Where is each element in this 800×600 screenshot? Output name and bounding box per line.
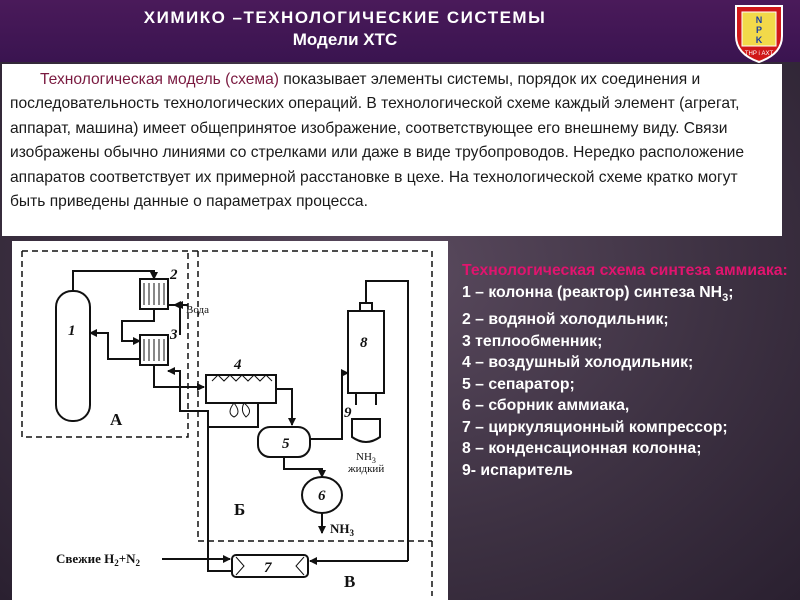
zone-label-a: А (110, 410, 123, 429)
scheme-number-5: 5 (282, 436, 290, 452)
legend-item-8: 8 – конденсационная колонна; (462, 440, 702, 458)
scheme-number-2: 2 (169, 267, 178, 283)
zone-label-v: В (344, 572, 355, 591)
legend-item-3: 3 теплообменник; (462, 332, 603, 350)
zone-label-b: Б (234, 500, 245, 519)
nh3-liquid-word: жидкий (347, 463, 384, 475)
logo-caption: ТНР і АХТ (745, 51, 774, 57)
scheme-legend: Технологическая схема синтеза аммиака: 1… (450, 260, 795, 481)
slide-subtitle: Модели ХТС (292, 30, 398, 49)
scheme-number-7: 7 (264, 560, 272, 576)
logo-letter-n: N (756, 15, 763, 25)
college-logo-icon: N P K ТНР і АХТ (735, 5, 783, 64)
legend-item-5: 5 – сепаратор; (462, 375, 575, 393)
intro-text-box: Технологическая модель (схема) показывае… (2, 64, 782, 236)
legend-title: Технологическая схема синтеза аммиака: (462, 262, 788, 279)
logo-letter-p: P (756, 25, 762, 35)
header-banner: ХИМИКО –ТЕХНОЛОГИЧЕСКИЕ СИСТЕМЫ Модели Х… (0, 0, 800, 62)
legend-item-1: 1 – колонна (реактор) синтеза NH3; (462, 283, 734, 304)
intro-term: Технологическая модель (схема) (40, 71, 279, 88)
condensation-column-8 (347, 310, 385, 394)
legend-item-6: 6 – сборник аммиака, (462, 397, 630, 415)
air-cooler-4 (205, 374, 277, 404)
scheme-number-4: 4 (233, 357, 242, 373)
scheme-number-1: 1 (68, 323, 76, 339)
fresh-gas-label: Свежие H2+N2 (56, 551, 141, 568)
scheme-number-3: 3 (169, 327, 178, 343)
scheme-number-8: 8 (360, 335, 368, 351)
reactor-column-1 (55, 290, 91, 422)
circulation-compressor-7 (231, 554, 309, 578)
water-label: Вода (186, 304, 209, 316)
nh3-liquid-label: NH3 (356, 451, 376, 465)
legend-item-4: 4 – воздушный холодильник; (462, 354, 694, 372)
legend-item-2: 2 – водяной холодильник; (462, 311, 669, 329)
scheme-number-6: 6 (318, 488, 326, 504)
legend-item-9: 9- испаритель (462, 461, 573, 479)
intro-text: показывает элементы системы, порядок их … (10, 71, 744, 211)
logo-letter-k: K (756, 35, 763, 45)
legend-item-7: 7 – циркуляционный компрессор; (462, 418, 728, 436)
nh3-output-label: NH3 (330, 521, 355, 538)
intro-paragraph: Технологическая модель (схема) показывае… (10, 68, 774, 214)
ammonia-synthesis-scheme: 1 2 3 4 5 6 7 8 9 А Б В Вода NH3 жидкий … (12, 241, 448, 600)
slide-title: ХИМИКО –ТЕХНОЛОГИЧЕСКИЕ СИСТЕМЫ (143, 8, 547, 27)
evaporator-9 (351, 418, 381, 443)
scheme-number-9: 9 (344, 405, 352, 421)
